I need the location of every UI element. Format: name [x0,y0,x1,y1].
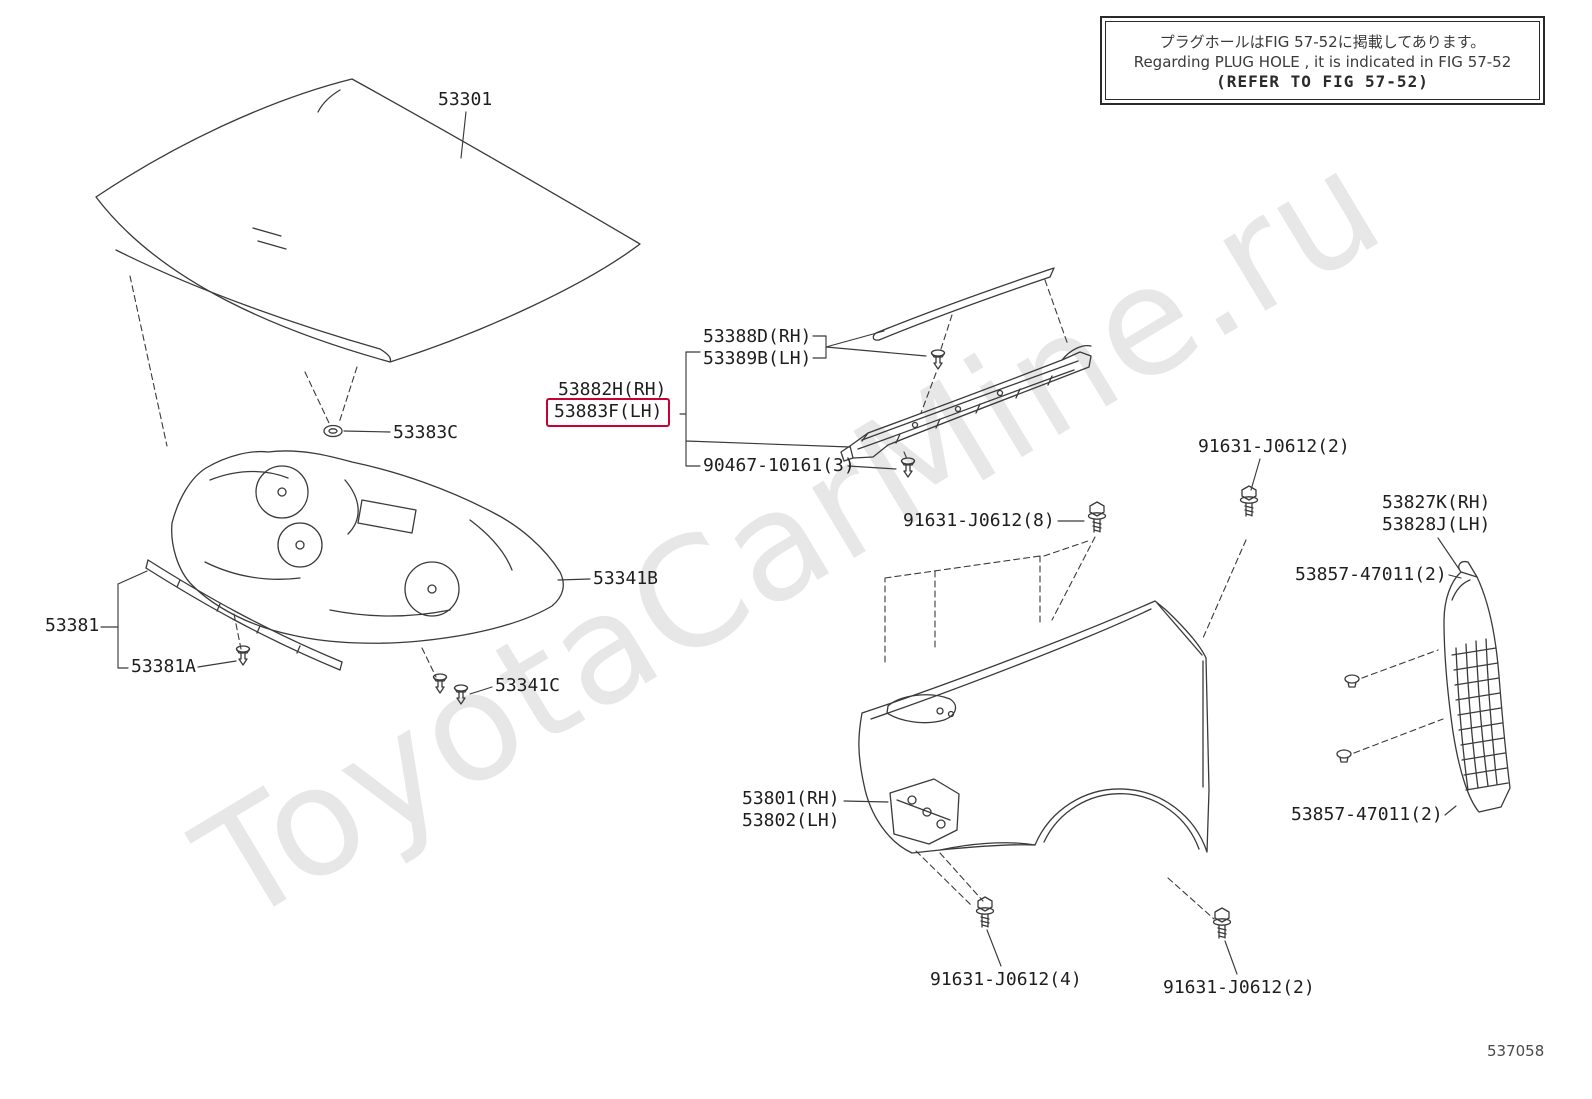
note-line-english: Regarding PLUG HOLE , it is indicated in… [1133,52,1512,71]
highlight-box-protector-lh: 53883F(LH) [546,398,671,427]
label-protector-rh: 53882H(RH) [558,379,667,400]
leader-lines [100,111,1462,975]
cowl-side-panel-drawing [1443,560,1511,813]
dashed-lines [129,275,1444,920]
label-pad-lower: 53857-47011(2) [1291,804,1443,825]
label-cowl-side-lh: 53828J(LH) [1382,514,1491,535]
label-insulator: 53341B [593,568,659,589]
plug-hole-note-box: プラグホールはFIG 57-52に掲載してあります。 Regarding PLU… [1100,16,1545,105]
label-insulator-clip: 53341C [495,675,561,696]
hood-drawing [95,78,641,363]
label-bolt-x4: 91631-J0612(4) [930,969,1082,990]
label-fender-rh: 53801(RH) [742,788,840,809]
label-fender-lh: 53802(LH) [742,810,840,831]
label-hood: 53301 [438,89,493,110]
rivet-icons [1336,674,1360,763]
label-seal-lh: 53389B(LH) [703,348,812,369]
weatherstrip-drawing [872,267,1055,341]
note-line-japanese: プラグホールはFIG 57-52に掲載してあります。 [1159,32,1486,51]
label-bolt-x2-lower: 91631-J0612(2) [1163,977,1315,998]
label-protector-lh: 53883F(LH) [554,401,663,422]
label-hood-clip: 53383C [393,422,459,443]
label-bolt-x8: 91631-J0612(8) [903,510,1055,531]
label-cowl-side-rh: 53827K(RH) [1382,492,1491,513]
plug-hole-note-inner: プラグホールはFIG 57-52に掲載してあります。 Regarding PLU… [1105,21,1540,100]
hood-seal-drawing [145,559,343,671]
fender-drawing [858,600,1210,854]
hood-insulator-drawing [171,450,564,644]
label-clip-90467: 90467-10161(3) [703,455,855,476]
label-hood-seal: 53381 [45,615,100,636]
figure-number: 537058 [1487,1042,1545,1060]
label-pad-upper: 53857-47011(2) [1295,564,1447,585]
note-line-reference: (REFER TO FIG 57-52) [1216,71,1429,91]
label-hood-seal-clip: 53381A [131,656,197,677]
cowl-rail-drawing [840,344,1092,462]
grommet-53383c-icon [323,424,343,438]
bolt-icons [975,485,1259,939]
label-seal-rh: 53388D(RH) [703,326,812,347]
label-bolt-x2-upper: 91631-J0612(2) [1198,436,1350,457]
